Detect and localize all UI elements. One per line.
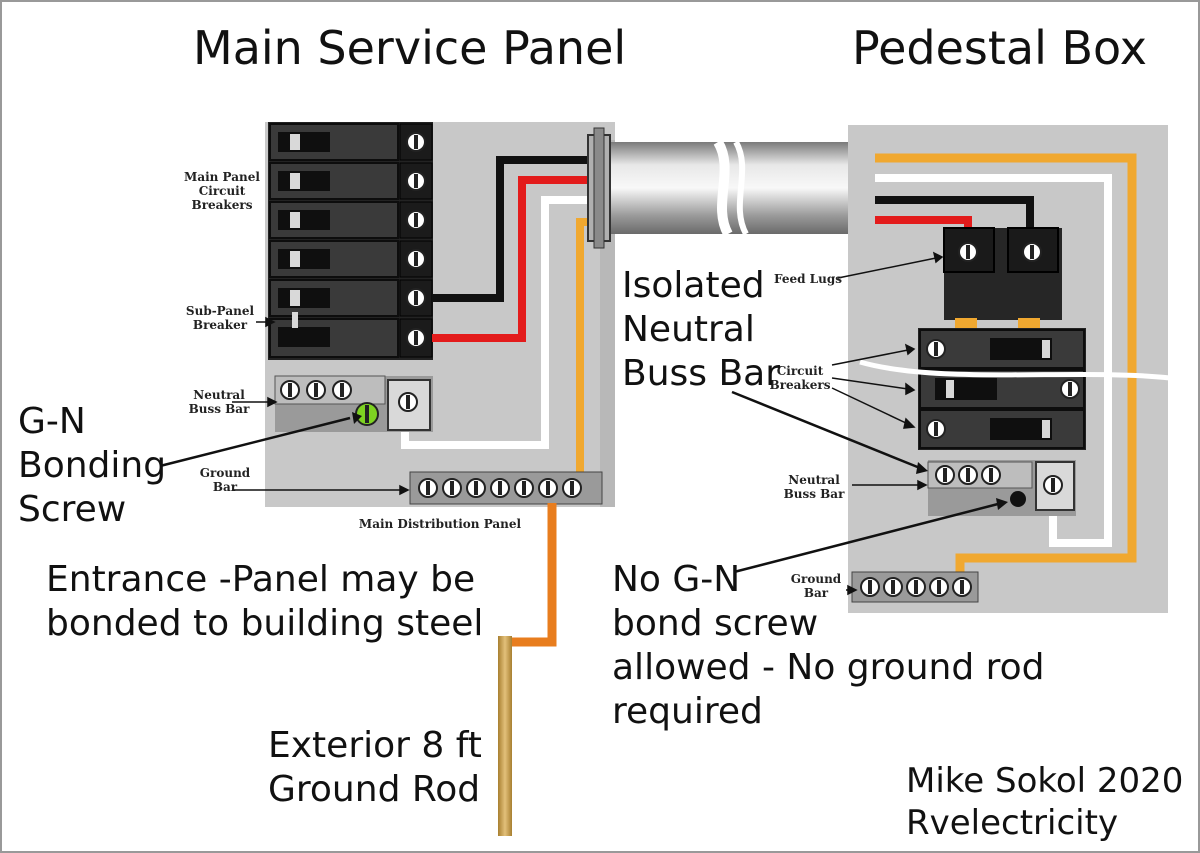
main-neutral-bar-label: Neutral Buss Bar xyxy=(188,388,250,416)
pedestal-breakers-label: Circuit Breakers xyxy=(769,364,831,392)
main-distribution-label: Main Distribution Panel xyxy=(358,517,522,531)
callout-arrows xyxy=(159,390,1008,574)
entrance-callout: Entrance -Panel may be bonded to buildin… xyxy=(46,559,484,644)
main-ground-bar-label: Ground Bar xyxy=(199,466,251,494)
pedestal-ground-bar-label: Ground Bar xyxy=(790,572,842,600)
pedestal-neutral-bar-label: Neutral Buss Bar xyxy=(783,473,845,501)
main-breaker-stack xyxy=(268,122,433,360)
sub-panel-breaker-label: Sub-Panel Breaker xyxy=(185,304,255,332)
credit-text: Mike Sokol 2020 Rvelectricity xyxy=(906,761,1184,843)
ground-rod-callout: Exterior 8 ft Ground Rod xyxy=(268,725,482,810)
feed-lugs-label: Feed Lugs xyxy=(773,272,842,286)
pedestal-ground-bar xyxy=(851,571,979,603)
main-neutral-bar xyxy=(274,375,433,432)
ground-electrode-wire xyxy=(506,503,557,647)
main-panel-wires xyxy=(401,156,600,480)
pedestal-title: Pedestal Box xyxy=(852,21,1148,75)
ground-rod xyxy=(498,636,512,836)
main-panel-title: Main Service Panel xyxy=(193,21,627,75)
pedestal-breakers xyxy=(859,328,1171,450)
conduit xyxy=(587,127,875,249)
main-ground-bar xyxy=(409,471,603,505)
no-bond-screw-hole xyxy=(1010,491,1026,507)
pointer-lines xyxy=(232,251,944,596)
pedestal-neutral-bar xyxy=(927,460,1076,516)
feed-lugs xyxy=(943,227,1062,330)
main-breakers-label: Main Panel Circuit Breakers xyxy=(184,170,260,212)
no-gn-callout: No G-N bond screw allowed - No ground ro… xyxy=(612,559,1045,732)
isolated-neutral-callout: Isolated Neutral Buss Bar xyxy=(622,265,781,394)
gn-bonding-callout: G-N Bonding Screw xyxy=(18,401,167,530)
